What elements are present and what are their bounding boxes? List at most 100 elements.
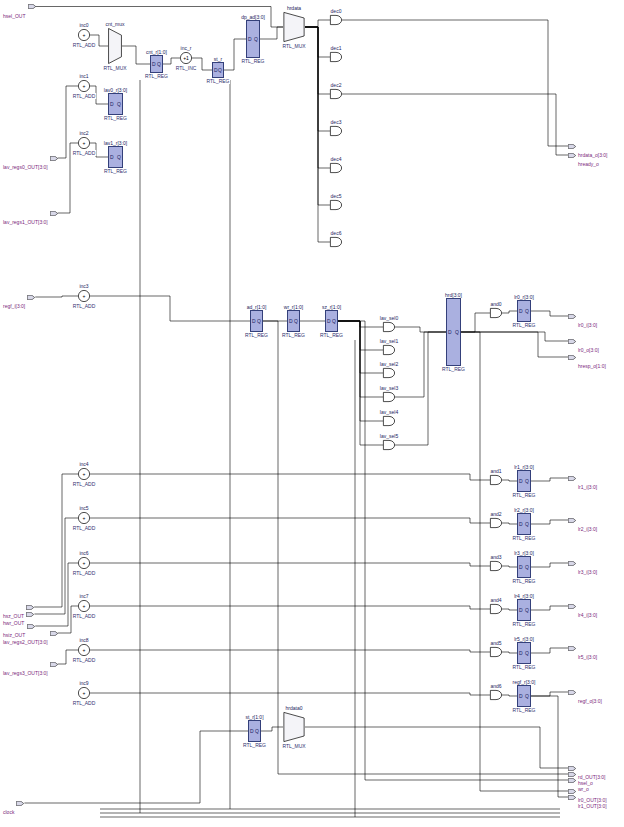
wire <box>300 321 325 322</box>
and-shape <box>330 126 341 135</box>
instance-name: lav_sel4 <box>379 409 398 415</box>
input-port: lav_regs2_OUT[3:0] <box>3 630 58 636</box>
instance-name: regf_r[3:0] <box>512 679 536 685</box>
port-symbol <box>50 211 58 216</box>
pin-name: Q <box>254 36 258 42</box>
wire <box>305 27 330 205</box>
gate-outline <box>383 322 395 332</box>
port-name: hwr_OUT <box>3 620 24 626</box>
mux-shape <box>109 28 122 63</box>
and-gate: lav_sel0 <box>383 322 395 332</box>
wire <box>502 311 517 313</box>
pin-name: Q <box>255 728 259 734</box>
pin-name: Q <box>525 607 529 613</box>
instance-name: dec2 <box>330 82 342 88</box>
wire <box>224 39 246 70</box>
and-shape <box>490 561 501 570</box>
instance-name: and4 <box>490 597 502 603</box>
port-name: hrdata_o[3:0] <box>578 152 607 158</box>
mux-shape <box>284 712 304 741</box>
wire <box>502 609 517 610</box>
cell-type: RTL_ADD <box>72 570 96 576</box>
wire <box>90 563 490 566</box>
adder-circle: inc8+RTL_ADD <box>78 644 90 656</box>
port-arrow <box>26 605 33 609</box>
mux-outline <box>283 12 305 42</box>
and-gate: and2 <box>490 518 502 528</box>
output-port: lr1_i[3:0] <box>568 475 597 481</box>
pin-name: Q <box>525 308 529 314</box>
port-name: lr4_i[3:0] <box>578 612 597 618</box>
output-port: rd_OUT[3:0] <box>568 765 606 771</box>
and-gate: lav_sel3 <box>383 392 395 402</box>
adder-circle-shape <box>78 29 89 40</box>
port-name: lav_regs0_OUT[3:0] <box>3 164 48 170</box>
port-name: lr0_i[3:0] <box>578 322 597 328</box>
instance-name: hrd[3:0] <box>445 292 463 298</box>
and-gate: and0 <box>490 308 502 318</box>
wire <box>342 94 568 155</box>
output-port: lr2_i[3:0] <box>568 517 597 523</box>
cell-type: RTL_REG <box>245 332 269 338</box>
gate-outline <box>383 368 395 378</box>
adder-circle: inc_r+1RTL_INC <box>180 52 192 64</box>
cell-type: RTL_ADD <box>72 657 96 663</box>
pin-name: Q <box>525 478 529 484</box>
cell-type: RTL_REG <box>282 332 306 338</box>
gate-outline <box>330 237 342 247</box>
instance-name: inc1 <box>79 73 89 79</box>
port-symbol <box>568 604 576 609</box>
instance-name: and5 <box>490 640 502 646</box>
operator-symbol: + <box>83 603 86 609</box>
port-symbol <box>28 4 36 9</box>
gate-outline <box>490 604 502 614</box>
register-box: regf_r[3:0]DQRTL_REG <box>517 685 531 707</box>
wire <box>531 692 568 696</box>
wire <box>531 520 568 524</box>
pin-name: D <box>519 607 523 613</box>
port-arrow <box>568 314 575 318</box>
and-gate: and6 <box>490 690 502 700</box>
port-name: lr1_i[3:0] <box>578 484 597 490</box>
cell-type: RTL_MUX <box>282 743 306 749</box>
register-box: lr3_r[3:0]DQRTL_REG <box>517 556 531 578</box>
instance-name: hrdata0 <box>285 705 303 711</box>
pin-name: D <box>289 318 293 324</box>
instance-name: ad_r[1:0] <box>246 304 267 310</box>
instance-name: lav_sel5 <box>379 433 398 439</box>
port-arrow <box>27 612 34 616</box>
and-gate: dec5 <box>330 200 342 210</box>
output-port: hready_o <box>568 152 599 158</box>
cell-type: RTL_ADD <box>72 700 96 706</box>
pin-name: D <box>252 318 256 324</box>
instance-name: lav_sel0 <box>379 315 398 321</box>
gate-outline <box>490 561 502 571</box>
instance-name: lr0_r[3:0] <box>514 294 535 300</box>
instance-name: inc_r <box>180 45 192 51</box>
instance-name: dec6 <box>330 230 342 236</box>
cell-type: RTL_REG <box>512 664 536 670</box>
wire <box>461 313 490 332</box>
gate-outline <box>490 475 502 485</box>
instance-name: lr4_r[3:0] <box>514 593 535 599</box>
register-box: st_rDQRTL_REG <box>212 62 224 78</box>
port-name: lr5_i[3:0] <box>578 654 597 660</box>
pin-name: D <box>519 564 523 570</box>
wire <box>531 311 568 316</box>
output-port: lr5_i[3:0] <box>568 645 597 651</box>
output-port: regf_o[3:0] <box>568 689 602 695</box>
input-port: regf_i[3:0] <box>3 294 35 300</box>
wire <box>163 58 180 64</box>
input-port: hsiz_OUT <box>3 623 35 629</box>
wire <box>338 321 383 373</box>
operator-symbol: + <box>83 560 86 566</box>
cell-type: RTL_MUX <box>103 65 127 71</box>
wire <box>305 20 330 27</box>
port-symbol <box>16 801 24 806</box>
output-port: wr_o <box>568 777 589 783</box>
instance-name: dec0 <box>330 8 342 14</box>
pin-name: D <box>519 521 523 527</box>
register-box: ad_r[1:0]DQRTL_REG <box>250 310 263 332</box>
port-symbol <box>568 476 576 481</box>
operator-symbol: + <box>83 293 86 299</box>
